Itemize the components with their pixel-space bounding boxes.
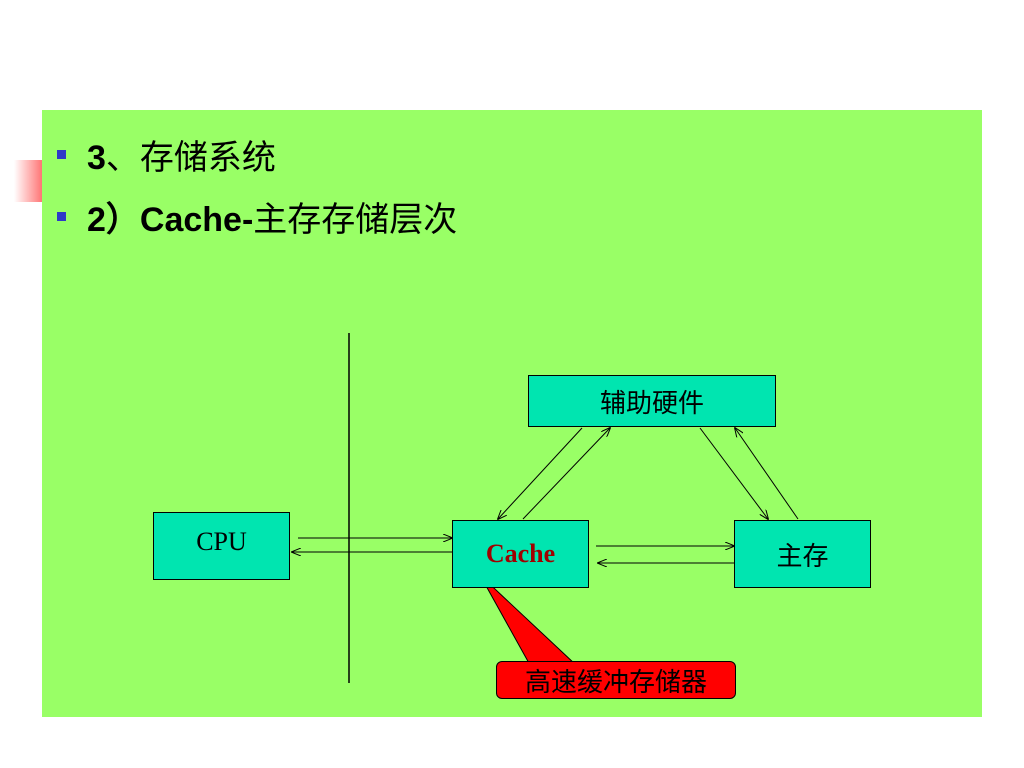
- callout-label: 高速缓冲存储器: [496, 661, 736, 699]
- aux-to-main-arrow: [699, 427, 768, 519]
- square-bullet-icon: [57, 212, 66, 221]
- bullet-1-number: 3: [87, 139, 106, 177]
- cpu-label: CPU: [196, 527, 247, 556]
- callout-text: 高速缓冲存储器: [524, 667, 707, 698]
- cache-to-aux-arrow: [522, 428, 610, 520]
- aux-hardware-label: 辅助硬件: [599, 388, 704, 419]
- bullet-item-2: 2）Cache-主存存储层次: [42, 192, 457, 241]
- aux-to-cache-arrow: [498, 427, 583, 519]
- cache-box: Cache: [452, 520, 589, 588]
- main-memory-box: 主存: [734, 520, 871, 588]
- bullet-item-1: 3、存储系统: [42, 130, 276, 179]
- main-memory-label: 主存: [776, 541, 829, 572]
- square-bullet-icon: [57, 150, 66, 159]
- content-panel: 3、存储系统 2）Cache-主存存储层次: [42, 110, 982, 717]
- bullet-2-number: 2）Cache-: [87, 201, 254, 239]
- main-to-aux-arrow: [735, 428, 799, 520]
- bullet-2-text: 主存存储层次: [253, 200, 458, 240]
- cache-label: Cache: [485, 539, 556, 568]
- bullet-1-text: 、存储系统: [105, 138, 276, 178]
- callout-pointer: [479, 574, 578, 666]
- aux-hardware-box: 辅助硬件: [528, 375, 776, 427]
- decorative-accent: [14, 160, 44, 202]
- cpu-box: CPU: [153, 512, 290, 580]
